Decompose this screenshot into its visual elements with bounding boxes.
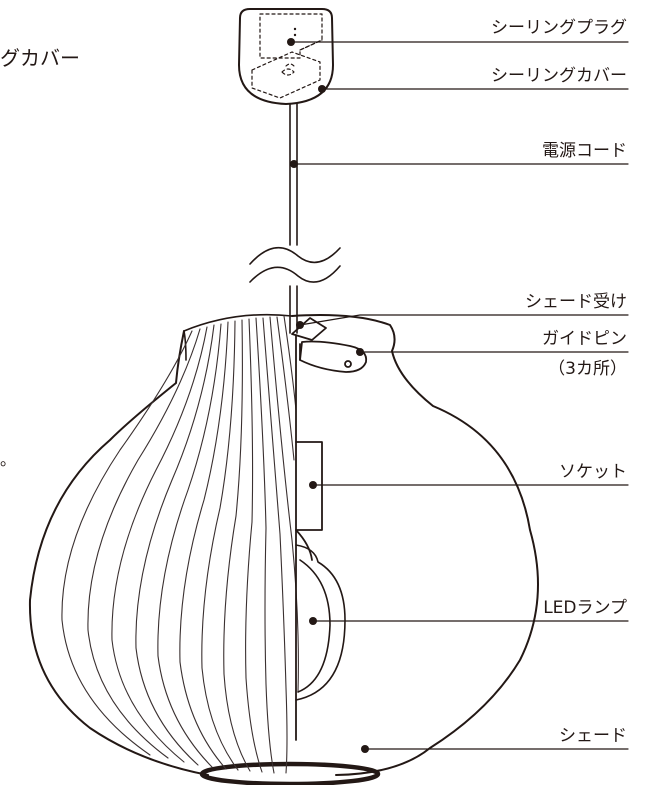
label-guide-pin-count: （3カ所） — [548, 359, 627, 379]
label-shade-holder: シェード受け — [525, 292, 627, 312]
label-power-cord: 電源コード — [542, 141, 627, 161]
leader-dots — [287, 38, 369, 753]
shade-holder — [291, 317, 368, 373]
label-guide-pin: ガイドピン — [542, 329, 627, 349]
leader-lines — [290, 41, 629, 750]
socket — [295, 441, 323, 561]
ceiling-plug — [251, 13, 323, 99]
led-lamp — [295, 544, 346, 701]
label-ceiling-cover: シーリングカバー — [491, 66, 627, 86]
shade — [28, 313, 539, 785]
label-ceiling-plug: シーリングプラグ — [491, 18, 627, 38]
label-led-lamp: LEDランプ — [543, 598, 627, 618]
label-socket: ソケット — [559, 462, 627, 482]
left-fragment-mid: 。 — [0, 450, 17, 469]
left-fragment-top: グカバー — [0, 46, 80, 70]
power-cord — [249, 103, 341, 334]
label-shade: シェード — [559, 726, 627, 746]
